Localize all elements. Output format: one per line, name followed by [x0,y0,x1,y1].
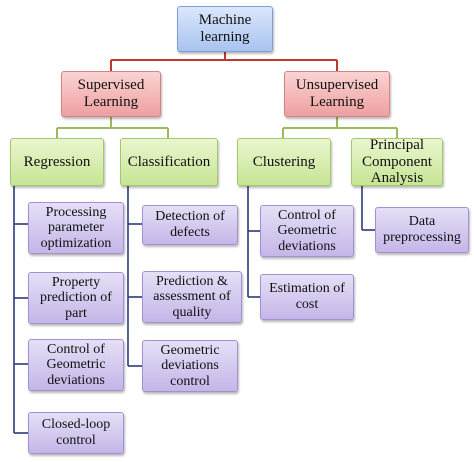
category-supervised-learning: Supervised Learning [61,71,161,117]
application-label: Control of Geometric deviations [277,207,337,254]
method-principal-component-analysis: Principal Component Analysis [351,136,443,187]
classification-item-detection-of-defects: Detection of defects [142,205,238,245]
application-label: Prediction & assessment of quality [153,273,231,320]
pca-item-data-preprocessing: Data preprocessing [375,207,469,253]
classification-label: Classification [127,153,211,170]
regression-item-property-prediction: Property prediction of part [28,272,124,324]
classification-item-geometric-deviations-control: Geometric deviations control [142,340,238,392]
regression-item-processing-parameter-optimization: Processing parameter optimization [28,202,124,254]
classification-item-prediction-assessment-quality: Prediction & assessment of quality [142,271,242,323]
application-label: Control of Geometric deviations [46,341,106,388]
application-label: Property prediction of part [40,274,112,321]
application-label: Geometric deviations control [160,342,220,389]
clustering-item-control-geometric-deviations: Control of Geometric deviations [260,205,354,257]
supervised-label: Supervised Learning [77,77,145,110]
method-regression: Regression [10,138,104,186]
leaf-connectors [13,186,375,434]
application-label: Estimation of cost [269,281,345,312]
application-label: Data preprocessing [383,214,461,245]
regression-item-closed-loop-control: Closed-loop control [28,412,124,454]
method-classification: Classification [120,138,218,186]
category-connectors [56,117,398,138]
method-clustering: Clustering [237,138,331,186]
root-connectors [110,52,338,71]
category-unsupervised-learning: Unsupervised Learning [284,71,390,117]
clustering-label: Clustering [252,153,316,170]
application-label: Detection of defects [155,209,225,240]
application-label: Closed-loop control [41,417,111,448]
application-label: Processing parameter optimization [40,204,112,251]
pca-label: Principal Component Analysis [362,136,432,187]
unsupervised-label: Unsupervised Learning [295,77,379,110]
regression-label: Regression [23,153,91,170]
root-label: Machine learning [198,12,252,45]
clustering-item-estimation-of-cost: Estimation of cost [260,274,354,320]
root-node-machine-learning: Machine learning [177,6,273,52]
regression-item-control-geometric-deviations: Control of Geometric deviations [28,339,124,391]
